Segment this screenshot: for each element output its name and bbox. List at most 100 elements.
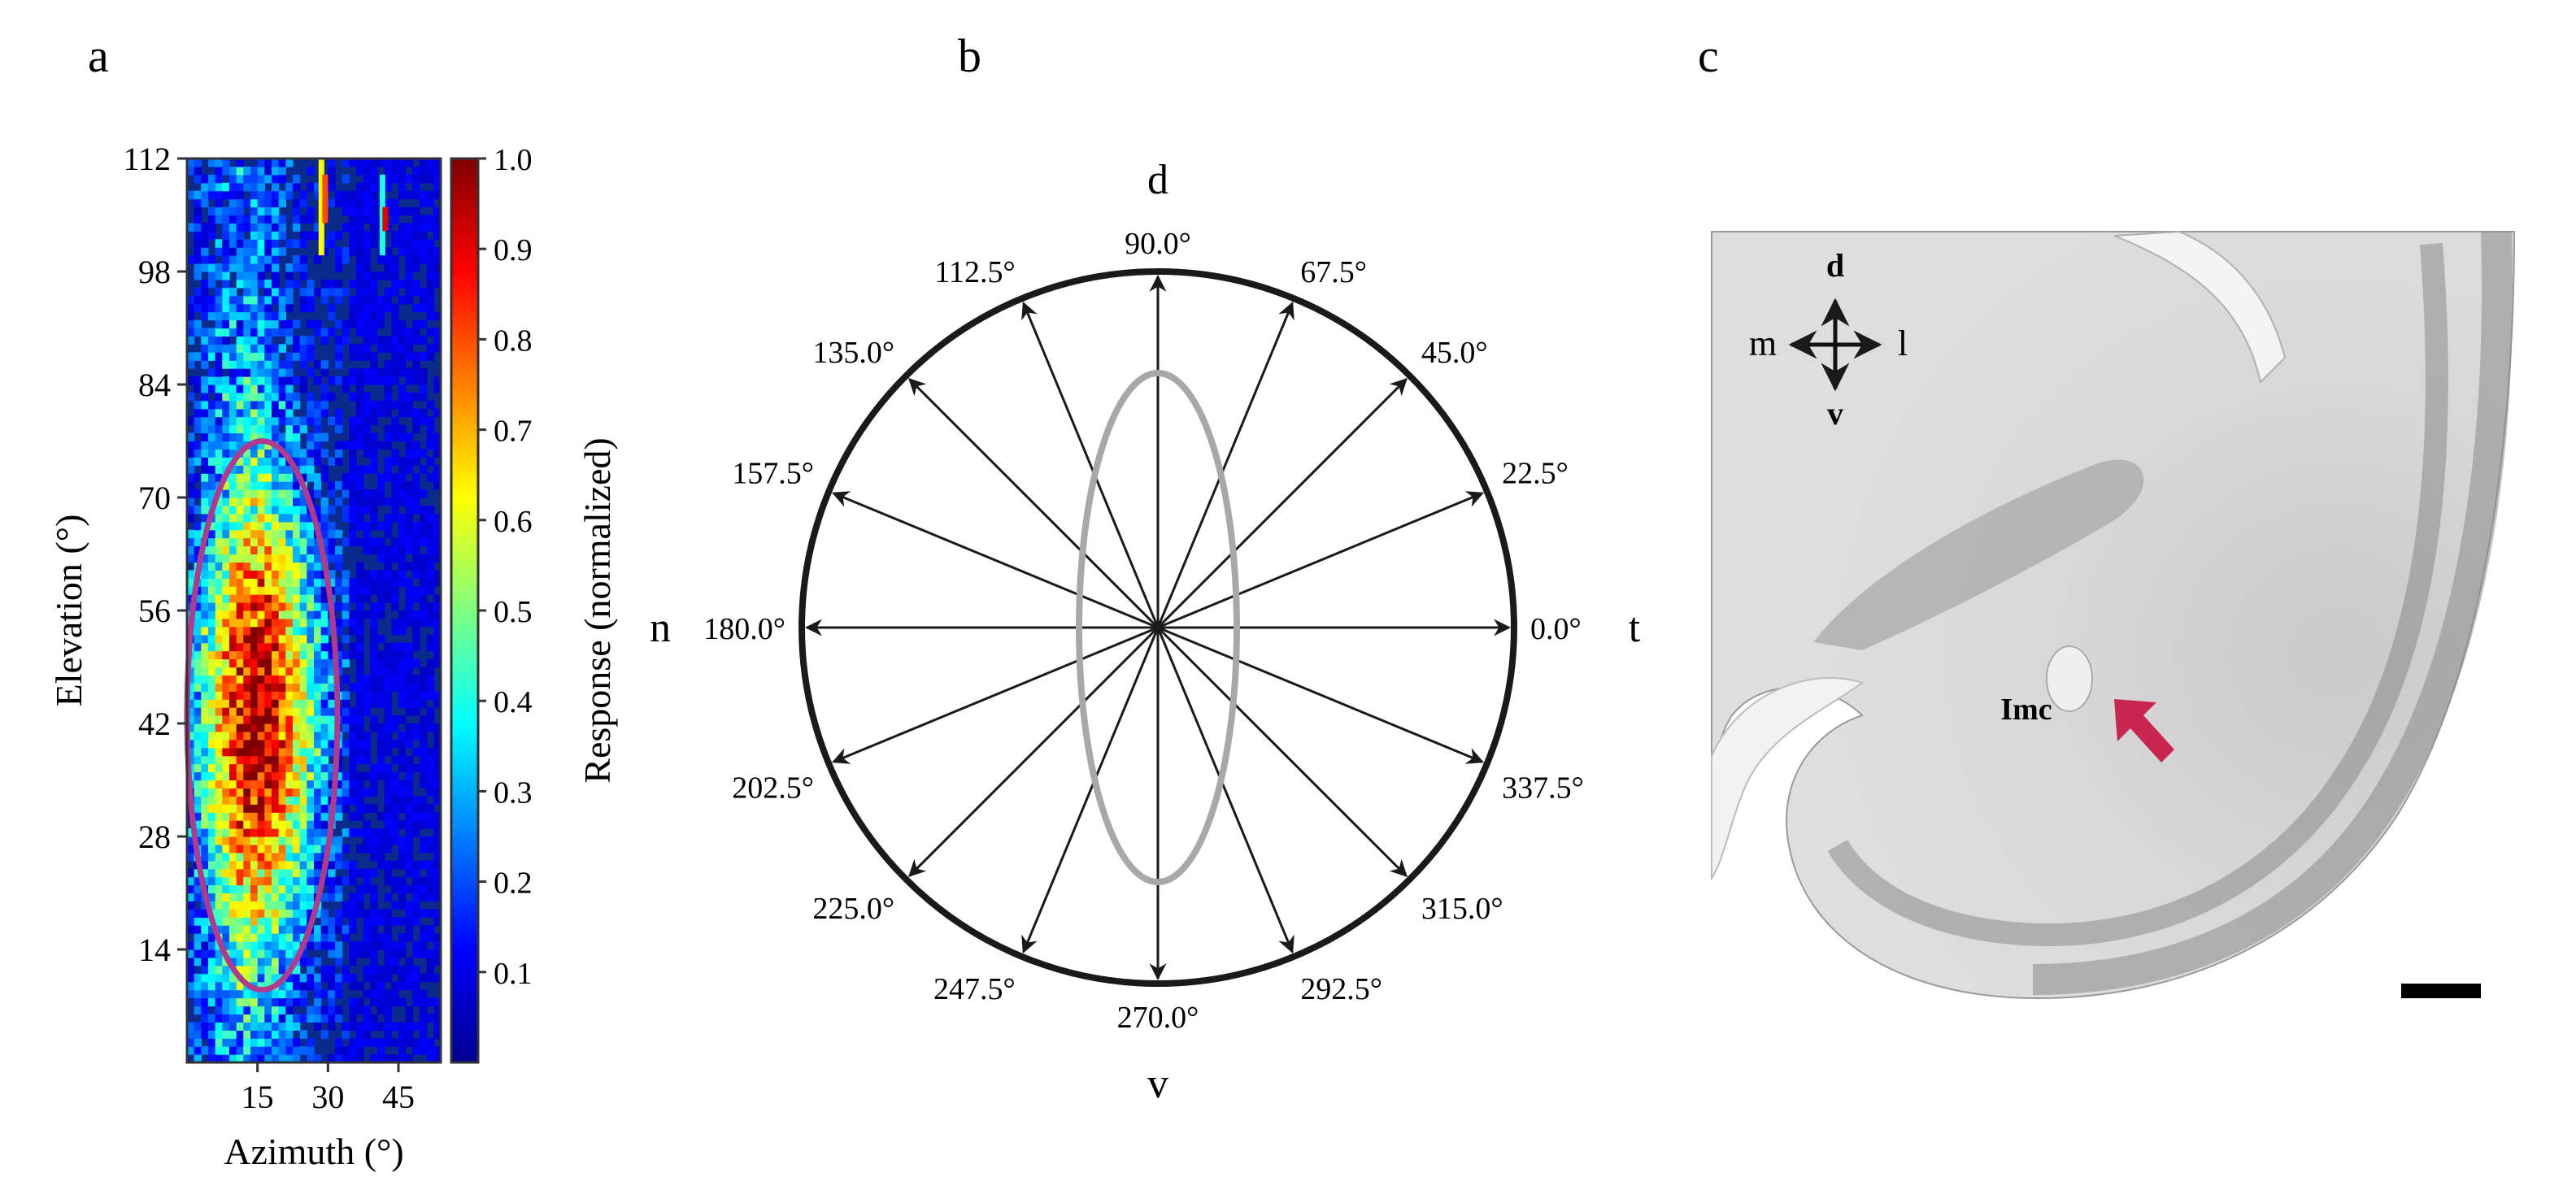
- heatmap-cell: [433, 384, 442, 393]
- heatmap-cell: [229, 481, 237, 490]
- heatmap-cell: [377, 586, 385, 595]
- heatmap-cell: [229, 788, 237, 797]
- heatmap-cell: [356, 352, 364, 361]
- heatmap-cell: [250, 465, 259, 474]
- heatmap-cell: [307, 287, 315, 297]
- heatmap-cell: [377, 933, 385, 942]
- heatmap-cell: [398, 1054, 407, 1063]
- heatmap-cell: [222, 909, 230, 918]
- heatmap-cells: [187, 159, 442, 1063]
- heatmap-cell: [405, 820, 413, 829]
- orientation-compass: [1788, 298, 1882, 392]
- heatmap-cell: [405, 755, 413, 765]
- heatmap-cell: [257, 893, 265, 901]
- heatmap-cell: [222, 747, 230, 757]
- heatmap-cell: [377, 699, 385, 708]
- heatmap-cell: [307, 441, 315, 450]
- heatmap-cell: [215, 691, 223, 700]
- heatmap-cell: [370, 917, 378, 926]
- heatmap-cell: [426, 416, 434, 426]
- heatmap-cell: [236, 715, 244, 724]
- heatmap-cell: [243, 554, 251, 563]
- heatmap-cell: [264, 755, 272, 765]
- heatmap-cell: [384, 917, 392, 926]
- heatmap-cell: [426, 634, 434, 644]
- heatmap-cell: [349, 1014, 357, 1023]
- heatmap-cell: [314, 610, 322, 619]
- heatmap-cell: [250, 788, 259, 797]
- heatmap-cell: [264, 239, 272, 248]
- heatmap-cell: [426, 272, 434, 280]
- heatmap-cell: [264, 263, 272, 272]
- heatmap-cell: [278, 473, 286, 482]
- heatmap-cell: [187, 893, 195, 901]
- heatmap-cell: [201, 424, 209, 434]
- heatmap-cell: [384, 933, 392, 942]
- heatmap-cell: [201, 1006, 209, 1014]
- heatmap-cell: [201, 763, 209, 773]
- heatmap-cell: [293, 545, 301, 555]
- heatmap-cell: [243, 699, 251, 708]
- heatmap-cell: [293, 206, 301, 216]
- heatmap-cell: [328, 868, 336, 878]
- heatmap-cell: [257, 432, 265, 442]
- heatmap-cell: [363, 319, 371, 329]
- heatmap-cell: [272, 707, 280, 716]
- heatmap-cell: [335, 981, 343, 991]
- heatmap-cell: [278, 933, 286, 942]
- heatmap-cell: [398, 497, 407, 506]
- heatmap-cell: [250, 876, 259, 886]
- heatmap-cell: [412, 190, 420, 200]
- heatmap-cell: [229, 1038, 237, 1047]
- heatmap-cell: [398, 933, 407, 942]
- heatmap-cell: [328, 279, 336, 289]
- heatmap-cell: [412, 699, 420, 708]
- heatmap-cell: [426, 424, 434, 434]
- heatmap-cell: [208, 868, 216, 878]
- heatmap-cell: [208, 860, 216, 870]
- heatmap-cell: [299, 650, 307, 660]
- heatmap-cell: [356, 311, 364, 321]
- heatmap-streak: [322, 174, 329, 224]
- heatmap-cell: [293, 925, 301, 934]
- heatmap-cell: [208, 796, 216, 805]
- heatmap-cell: [420, 223, 428, 232]
- x-axis-label: Azimuth (°): [224, 1131, 404, 1172]
- heatmap-cell: [299, 658, 307, 668]
- heatmap-cell: [307, 642, 315, 652]
- heatmap-cell: [384, 182, 392, 192]
- heatmap-cell: [194, 626, 202, 636]
- heatmap-cell: [363, 747, 371, 757]
- heatmap-cell: [420, 295, 428, 305]
- heatmap-cell: [299, 384, 307, 393]
- heatmap-cell: [307, 352, 315, 361]
- heatmap-cell: [201, 562, 209, 571]
- heatmap-cell: [257, 441, 265, 450]
- heatmap-cell: [370, 449, 378, 458]
- heatmap-cell: [299, 545, 307, 555]
- heatmap-cell: [250, 683, 259, 692]
- heatmap-cell: [356, 707, 364, 716]
- heatmap-cell: [370, 763, 378, 773]
- heatmap-cell: [257, 949, 265, 958]
- heatmap-cell: [194, 755, 202, 765]
- heatmap-cell: [307, 820, 315, 829]
- heatmap-cell: [314, 658, 322, 668]
- colorbar-label: Response (normalized): [577, 437, 618, 783]
- heatmap-cell: [349, 481, 357, 490]
- heatmap-cell: [320, 360, 329, 369]
- heatmap-cell: [356, 642, 364, 652]
- heatmap-cell: [349, 465, 357, 474]
- heatmap-cell: [264, 731, 272, 741]
- heatmap-cell: [272, 159, 280, 167]
- heatmap-cell: [257, 925, 265, 934]
- heatmap-cell: [363, 570, 371, 579]
- heatmap-cell: [433, 860, 442, 870]
- heatmap-cell: [420, 384, 428, 393]
- heatmap-cell: [222, 311, 230, 321]
- colorbar: 0.10.20.30.40.50.60.70.80.91.0: [450, 143, 533, 1064]
- heatmap-cell: [243, 376, 251, 385]
- heatmap-cell: [257, 570, 265, 579]
- heatmap-cell: [307, 586, 315, 595]
- heatmap-cell: [236, 901, 244, 910]
